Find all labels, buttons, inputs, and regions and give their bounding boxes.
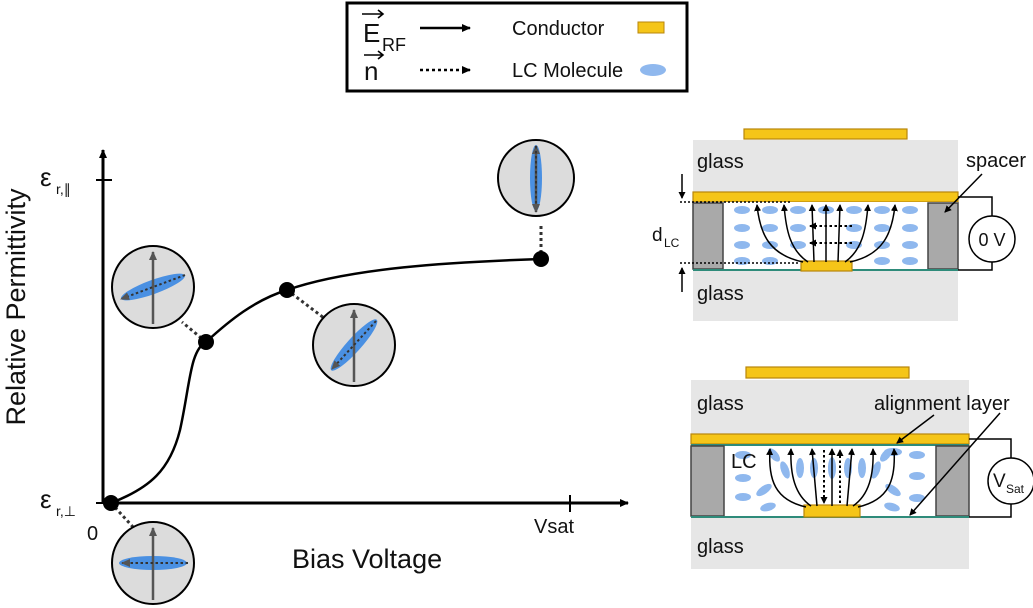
ground-plane bbox=[692, 191, 959, 203]
glass-bottom-label: glass bbox=[697, 536, 744, 558]
alignment-pointer-top bbox=[896, 414, 935, 444]
thickness-label: d bbox=[652, 225, 663, 246]
voltage-source bbox=[987, 457, 1033, 505]
voltage-source-label: 0 V bbox=[978, 230, 1005, 250]
molecule-inset-saturated bbox=[497, 139, 575, 217]
spacer-right bbox=[927, 202, 959, 270]
alignment-layer-label: alignment layer bbox=[874, 393, 1010, 415]
molecule-inset-low bbox=[111, 245, 195, 329]
voltage-source-label: V bbox=[993, 471, 1006, 492]
conductor-swatch bbox=[637, 21, 665, 34]
legend: E RF n Conductor LC Molecule bbox=[345, 1, 689, 93]
legend-field-subscript: RF bbox=[382, 35, 406, 55]
ground-plane bbox=[690, 433, 970, 445]
voltage-source-sub: Sat bbox=[1006, 482, 1025, 496]
signal-line bbox=[800, 260, 853, 272]
legend-box bbox=[345, 1, 689, 93]
x-origin-label: 0 bbox=[87, 523, 98, 545]
spacer-left bbox=[692, 202, 724, 270]
y-tick-low-label: ε bbox=[40, 484, 52, 514]
signal-line bbox=[803, 504, 861, 518]
connector bbox=[181, 320, 207, 344]
top-conductor bbox=[745, 366, 910, 379]
glass-top bbox=[691, 380, 969, 434]
spacer-right bbox=[935, 445, 970, 517]
spacer-label: spacer bbox=[966, 150, 1026, 172]
glass-bottom-label: glass bbox=[697, 283, 744, 305]
director-arrows-unbiased bbox=[809, 222, 852, 247]
legend-field-symbol: E bbox=[363, 18, 380, 48]
legend-lc-label: LC Molecule bbox=[512, 60, 623, 82]
lc-cell-saturated: glass glass alignment layer LC V Sat bbox=[690, 366, 1033, 569]
y-tick-low-sub: r,⊥ bbox=[56, 503, 76, 519]
molecule-inset-0deg bbox=[111, 521, 195, 605]
top-conductor bbox=[743, 128, 908, 140]
spacer-pointer bbox=[944, 173, 983, 213]
thickness-sub: LC bbox=[664, 236, 680, 250]
rf-field-lines-unbiased bbox=[754, 204, 898, 263]
permittivity-curve bbox=[110, 257, 542, 505]
source-wire bbox=[969, 504, 1012, 518]
glass-bottom bbox=[693, 271, 958, 321]
source-wire bbox=[958, 196, 993, 216]
lc-cell-unbiased: d LC glass glass spacer 0 V bbox=[652, 128, 1026, 321]
source-wire bbox=[969, 438, 1012, 458]
director-arrows-saturated bbox=[820, 449, 844, 504]
curve-point bbox=[103, 495, 119, 511]
lc-molecule-swatch bbox=[640, 64, 666, 76]
legend-conductor-label: Conductor bbox=[512, 18, 605, 40]
legend-director-symbol: n bbox=[364, 56, 378, 86]
curve-point bbox=[533, 251, 549, 267]
alignment-pointer-bottom bbox=[909, 412, 1001, 516]
permittivity-graph: Relative Permittivity Bias Voltage ε r,∥… bbox=[1, 139, 629, 605]
lc-label: LC bbox=[731, 451, 757, 473]
x-axis-label: Bias Voltage bbox=[292, 544, 442, 574]
glass-top-label: glass bbox=[697, 393, 744, 415]
glass-top bbox=[693, 140, 958, 192]
vector-arrow-icon bbox=[362, 9, 385, 19]
x-vsat-label: Vsat bbox=[534, 516, 574, 538]
vector-arrow-icon bbox=[364, 50, 385, 60]
source-wire bbox=[958, 262, 993, 271]
glass-top-label: glass bbox=[697, 151, 744, 173]
lc-molecules-saturated bbox=[735, 448, 925, 512]
y-tick-high-label: ε bbox=[40, 162, 52, 192]
y-tick-high-sub: r,∥ bbox=[56, 181, 71, 197]
curve-point bbox=[198, 334, 214, 350]
voltage-source bbox=[968, 215, 1016, 263]
y-axis-label: Relative Permittivity bbox=[1, 188, 31, 426]
molecule-inset-mid bbox=[312, 303, 396, 387]
spacer-left bbox=[690, 445, 725, 517]
curve-point bbox=[279, 282, 295, 298]
glass-bottom bbox=[691, 518, 969, 569]
rf-field-lines-saturated bbox=[766, 448, 898, 508]
